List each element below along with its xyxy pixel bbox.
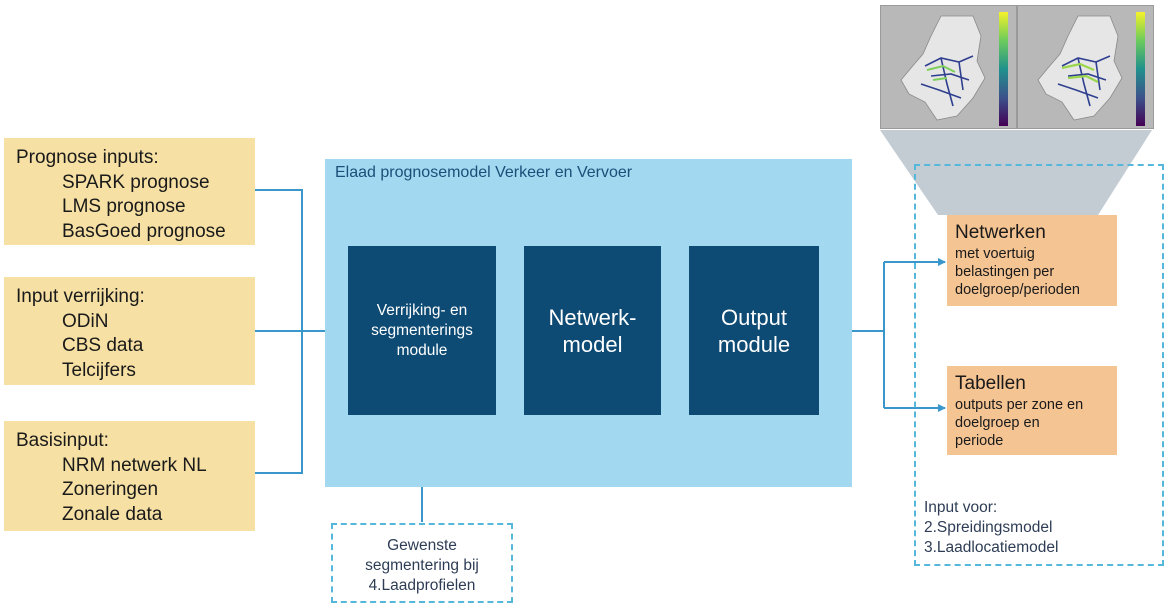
input-box-verrijking: Input verrijking: ODiN CBS data Telcijfe… [4,277,255,385]
colorbar [1136,12,1145,126]
note-line: segmentering bij [365,557,479,574]
note-line: Input voor: [924,499,998,516]
input-item: LMS prognose [62,196,186,217]
output-line: belastingen per [955,264,1055,280]
model-title: Elaad prognosemodel Verkeer en Vervoer [335,164,633,181]
output-title: Tabellen [955,373,1026,394]
input-heading: Basisinput: [16,430,109,451]
input-item: SPARK prognose [62,171,210,193]
output-line: periode [955,433,1004,449]
input-heading: Input verrijking: [16,286,145,307]
map-thumbnail-1 [880,5,1017,129]
module-label: segmenterings [371,321,473,339]
output-title: Netwerken [955,222,1046,243]
output-box-netwerken: Netwerken met voertuig belastingen per d… [947,215,1117,306]
input-item: CBS data [62,335,144,356]
note-line: 2.Spreidingsmodel [924,519,1053,536]
module-label: module [396,341,448,359]
note-line: 4.Laadprofielen [368,577,476,594]
input-item: Zonale data [62,503,163,525]
input-heading: Prognose inputs: [16,147,159,168]
map-projection [880,130,1152,215]
input-item: NRM netwerk NL [62,454,207,476]
input-box-prognose: Prognose inputs: SPARK prognose LMS prog… [4,138,255,245]
module-netwerk: Netwerk- model [524,246,661,415]
module-label: model [562,331,623,357]
map-image [881,6,1016,128]
segmentation-note: Gewenste segmentering bij 4.Laadprofiele… [331,536,513,596]
module-output: Output module [689,246,819,415]
note-line: Gewenste [387,537,457,554]
input-item: Zoneringen [62,479,159,500]
input-box-basis: Basisinput: NRM netwerk NL Zoneringen Zo… [4,421,255,531]
output-box-tabellen: Tabellen outputs per zone en doelgroep e… [947,366,1117,455]
colorbar [999,12,1008,126]
output-line: outputs per zone en [955,397,1084,413]
input-item: BasGoed prognose [62,220,226,242]
output-line: doelgroep/perioden [955,282,1080,298]
module-verrijking: Verrijking- en segmenterings module [348,246,496,415]
module-label: Verrijking- en [376,301,468,319]
outputs-note: Input voor: 2.Spreidingsmodel 3.Laadloca… [924,498,1058,558]
note-line: 3.Laadlocatiemodel [924,539,1059,556]
module-label: module [717,331,791,357]
map-image [1018,6,1153,128]
outputs-container [914,164,1164,566]
output-line: doelgroep en [955,415,1040,431]
module-label: Output [720,304,788,330]
input-item: ODiN [62,310,109,332]
module-label: Netwerk- [548,304,637,330]
map-thumbnail-2 [1017,5,1154,129]
segmentation-note-box [331,523,513,603]
output-line: met voertuig [955,246,1035,262]
input-item: Telcijfers [62,359,136,381]
